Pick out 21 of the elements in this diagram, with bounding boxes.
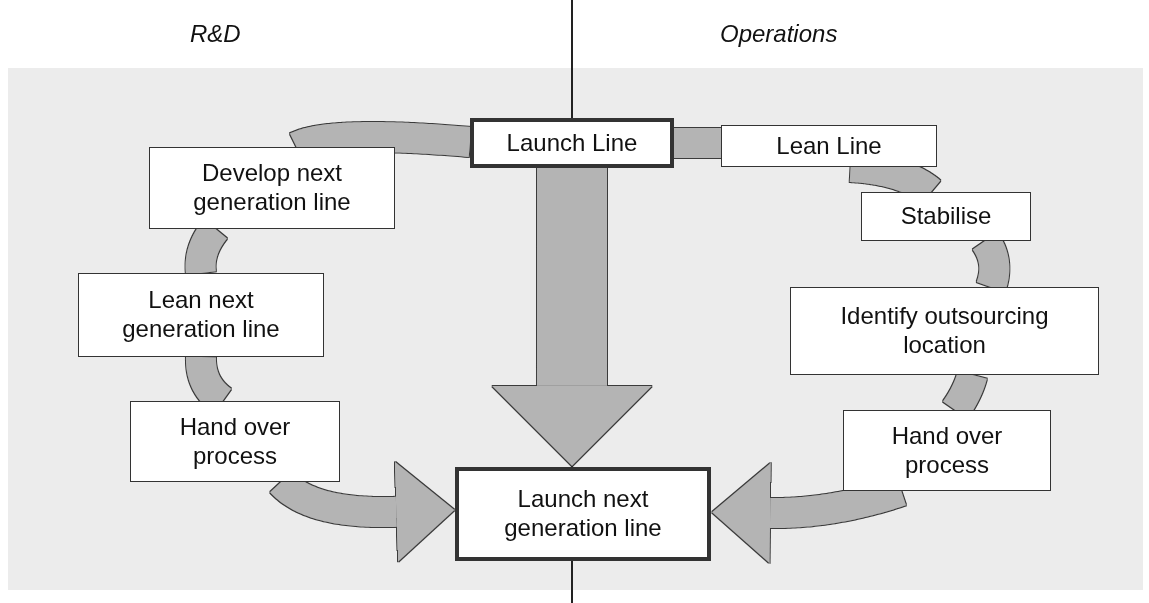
step-label: Launch next generation line [503, 485, 663, 543]
process-box [790, 287, 1099, 375]
process-box [843, 410, 1051, 491]
step-label: Develop next generation line [192, 159, 352, 217]
block-arrow [267, 461, 455, 562]
process-box [130, 401, 340, 482]
process-box [149, 147, 395, 229]
process-box [470, 118, 674, 168]
column-heading: R&D [190, 20, 241, 48]
step-label: Hand over process [178, 412, 292, 471]
step-label: Lean Line [776, 131, 882, 161]
process-box [721, 125, 937, 167]
step-label: Launch Line [506, 128, 638, 158]
step-label: Lean next generation line [121, 286, 281, 344]
process-box [78, 273, 324, 357]
step-label: Identify outsourcing location [839, 302, 1050, 360]
column-heading: Operations [720, 20, 838, 48]
process-box [455, 467, 711, 561]
step-label: Stabilise [900, 202, 992, 231]
process-box [861, 192, 1031, 241]
step-label: Hand over process [890, 421, 1004, 480]
